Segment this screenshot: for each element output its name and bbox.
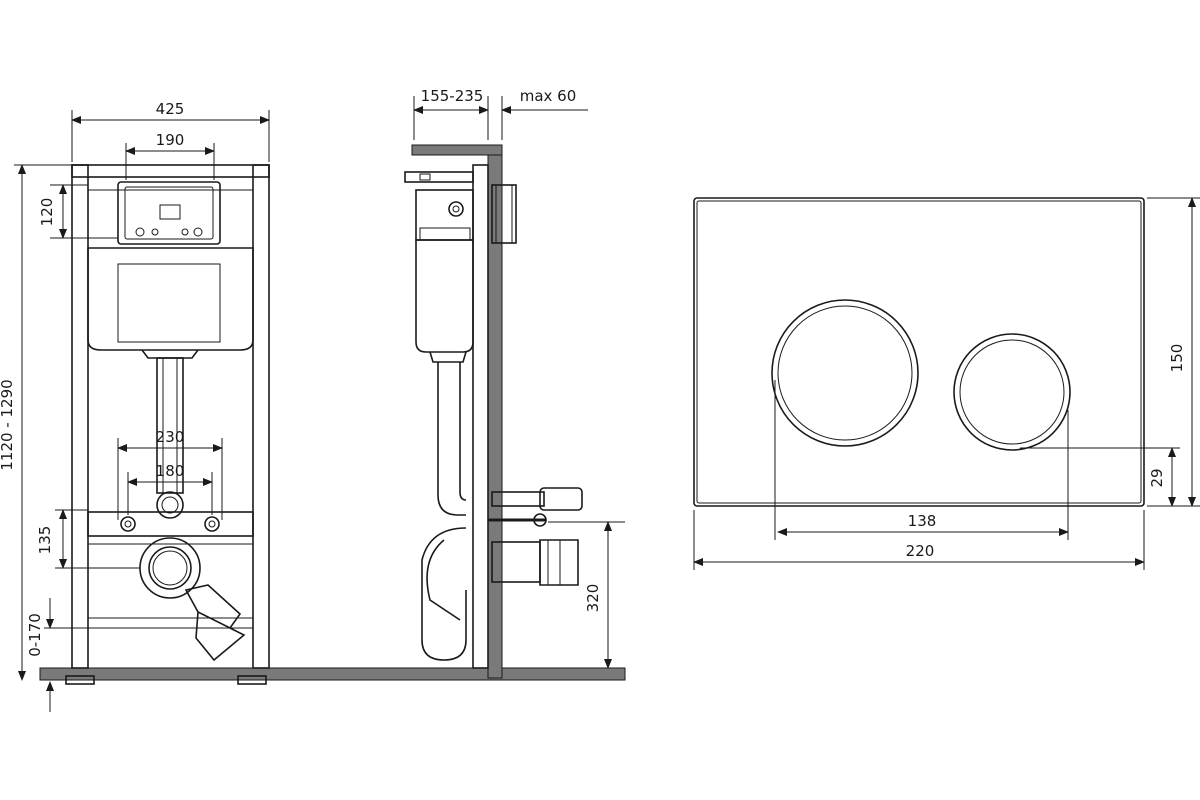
dim-depth-range: 155-235 bbox=[421, 87, 484, 105]
frame-top-rail bbox=[71, 164, 270, 178]
foot-right bbox=[237, 675, 267, 685]
floor-slab bbox=[39, 667, 626, 681]
front-view: 425 190 120 1120 - 1290 230 180 135 0 bbox=[0, 100, 270, 712]
flush-button-large bbox=[771, 299, 919, 447]
dim-depth-max: max 60 bbox=[520, 87, 577, 105]
dim-plate-height: 150 bbox=[1168, 344, 1186, 373]
dim-bolt-outer: 230 bbox=[156, 428, 185, 446]
drain-bend bbox=[421, 527, 467, 661]
dim-bolt-inner: 180 bbox=[156, 462, 185, 480]
dim-inspection-width: 190 bbox=[156, 131, 185, 149]
dim-frame-width: 425 bbox=[156, 100, 185, 118]
dim-plate-width: 220 bbox=[906, 542, 935, 560]
dim-button-span: 138 bbox=[908, 512, 937, 530]
foot-left bbox=[65, 675, 95, 685]
frame-post-right bbox=[252, 164, 270, 669]
flush-pipe bbox=[156, 357, 184, 494]
flush-plate-box bbox=[491, 184, 517, 244]
mounting-bar bbox=[87, 511, 254, 537]
dim-total-height: 1120 - 1290 bbox=[0, 379, 16, 470]
flush-plate-outline bbox=[693, 197, 1145, 507]
flush-button-small bbox=[953, 333, 1071, 451]
dim-drain-height: 135 bbox=[36, 526, 54, 555]
frame-post-left bbox=[71, 164, 89, 669]
cistern-tank bbox=[87, 247, 254, 351]
side-view: 155-235 max 60 320 bbox=[404, 87, 625, 679]
dim-top-height: 120 bbox=[38, 198, 56, 227]
dim-leg-adjust: 0-170 bbox=[26, 613, 44, 657]
wall-section bbox=[487, 147, 503, 679]
inspection-opening bbox=[117, 181, 221, 245]
dim-bottom-offset: 29 bbox=[1148, 468, 1166, 487]
dim-outlet-height: 320 bbox=[584, 584, 602, 613]
flush-plate: 138 220 150 29 bbox=[693, 197, 1200, 570]
cistern-side bbox=[415, 239, 474, 353]
wall-top bbox=[411, 144, 503, 156]
